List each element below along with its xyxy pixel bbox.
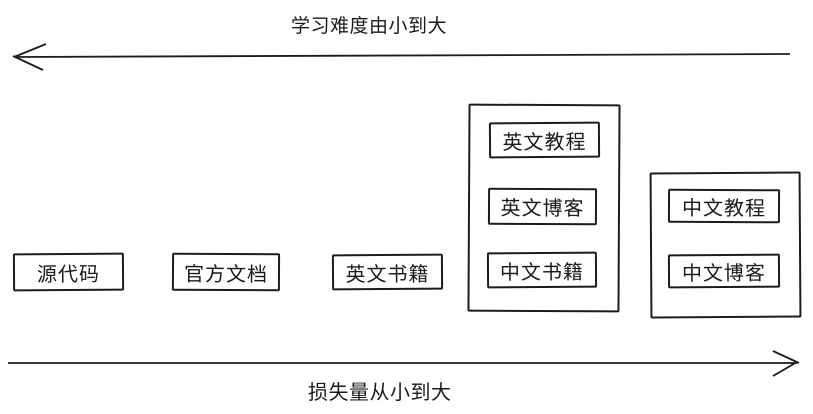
box-chinese-blog: 中文博客 <box>667 253 781 289</box>
bottom-arrow-head-right-icon <box>772 350 800 377</box>
box-source-code: 源代码 <box>12 252 125 292</box>
box-english-tutorial: 英文教程 <box>488 121 601 159</box>
box-chinese-tutorial: 中文教程 <box>667 188 781 224</box>
top-arrow-head-left-icon <box>12 43 47 71</box>
bottom-axis-label: 损失量从小到大 <box>308 382 452 404</box>
box-english-blog: 英文博客 <box>487 187 598 226</box>
box-official-docs: 官方文档 <box>171 252 281 292</box>
box-chinese-books: 中文书籍 <box>486 251 598 289</box>
box-english-books: 英文书籍 <box>331 253 444 291</box>
top-axis-label: 学习难度由小到大 <box>291 16 448 37</box>
top-arrow-line <box>15 53 791 58</box>
